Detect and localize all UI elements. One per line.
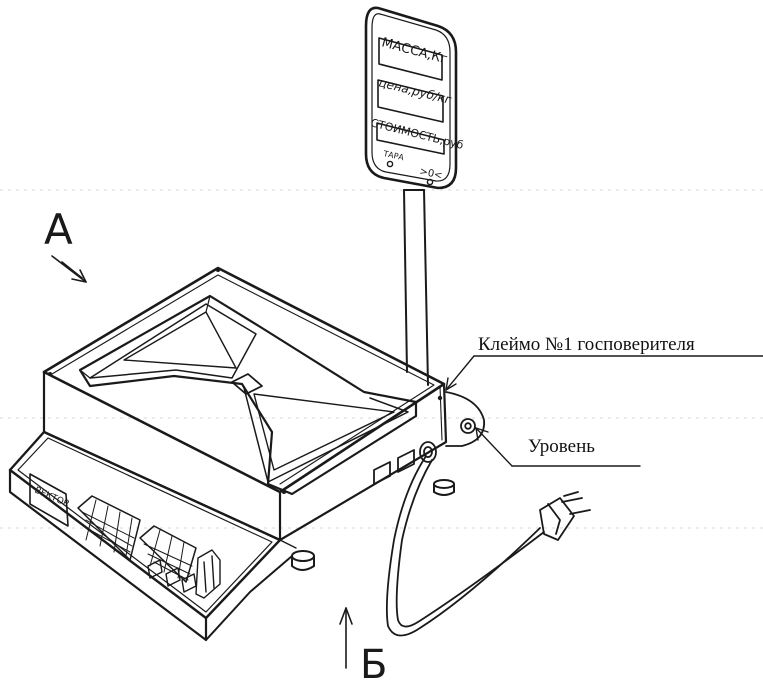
rear-connectors: [373, 441, 437, 485]
display-zero-label: >0<: [418, 166, 443, 182]
display-mass-label: МАССА,Кг: [380, 35, 449, 67]
function-keys: [147, 549, 221, 599]
view-a-label: А: [44, 205, 73, 254]
level-bubble-icon: [460, 418, 476, 434]
level-label: Уровень: [528, 436, 595, 457]
stamp-label: Клеймо №1 госповерителя: [478, 334, 695, 355]
view-b-arrow-icon: [339, 607, 353, 669]
view-a-arrow-icon: [51, 255, 87, 283]
display-pole: [403, 189, 429, 386]
zero-indicator-icon: [426, 178, 434, 186]
housing-screws: [48, 268, 443, 494]
brand-window: ВЕКТОР: [29, 473, 71, 527]
scan-lines: [0, 189, 763, 529]
display-cost-label: СТОИМОСТЬ,руб: [369, 116, 465, 152]
power-plug-icon: [539, 491, 591, 541]
display-board: МАССА,Кг цена,руб/кг СТОИМОСТЬ,руб ТАРА …: [364, 6, 465, 190]
keyboard-base: [8, 430, 297, 642]
stamp-callout: Клеймо №1 госповерителя: [445, 334, 763, 391]
tare-indicator-icon: [386, 160, 394, 168]
display-tare-label: ТАРА: [382, 149, 406, 162]
weighing-platform: [78, 294, 418, 496]
view-b-label: Б: [360, 642, 387, 683]
view-b-marker: Б: [339, 607, 387, 683]
power-cord: [385, 455, 545, 637]
scale-housing: [42, 266, 485, 542]
brand-label: ВЕКТОР: [33, 486, 71, 510]
view-a-marker: А: [44, 205, 87, 283]
level-callout: Уровень: [475, 427, 641, 467]
keypad-left: [77, 495, 141, 561]
scale-feet: [291, 479, 455, 571]
